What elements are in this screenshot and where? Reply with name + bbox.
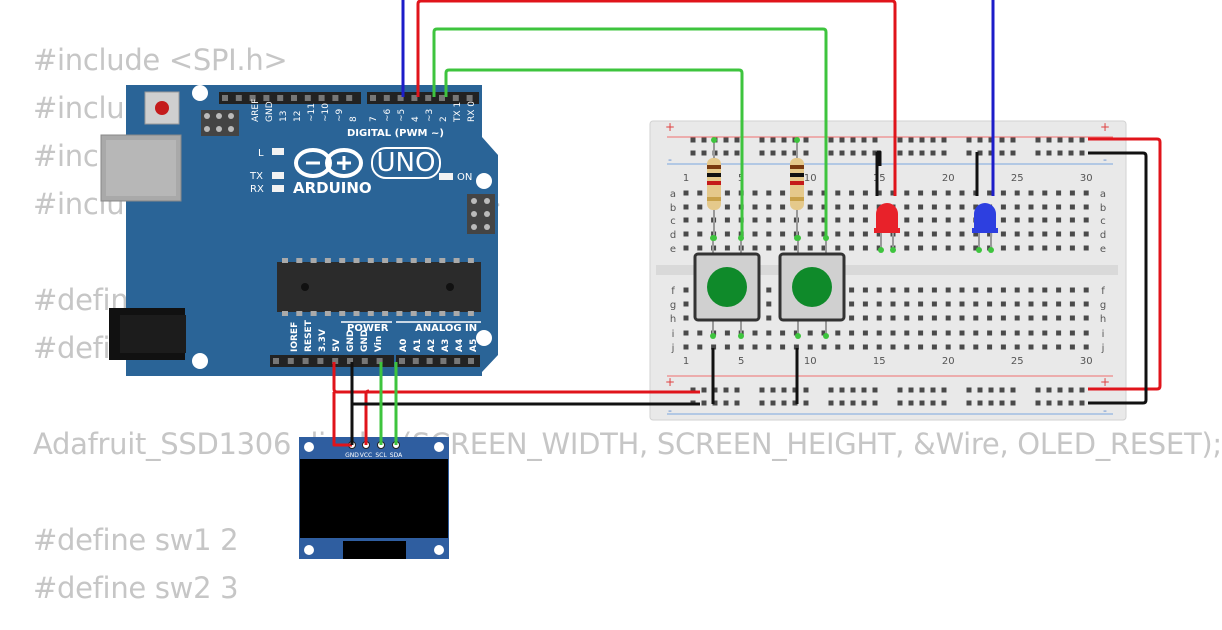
power-pin-label: 5V [332, 339, 342, 352]
wires [332, 0, 1162, 447]
row-label: g [670, 300, 676, 311]
digital-pin-label: 13 [279, 111, 289, 122]
digital-pin-label: 7 [369, 116, 379, 122]
row-label: j [1101, 343, 1105, 354]
column-number: 25 [1011, 356, 1024, 367]
row-label: b [670, 203, 676, 214]
digital-pin-label: ~10 [321, 103, 331, 122]
column-number: 30 [1080, 173, 1093, 184]
push-button[interactable] [778, 235, 846, 339]
column-number: 20 [942, 173, 955, 184]
led-tx-label: TX [249, 171, 263, 182]
row-label: f [671, 286, 675, 297]
column-number: 10 [804, 356, 817, 367]
digital-pin-label: ~6 [383, 108, 393, 122]
column-number: 25 [1011, 173, 1024, 184]
row-label: g [1100, 300, 1106, 311]
digital-pin-label: ~3 [425, 109, 435, 122]
led-rx-label: RX [250, 184, 264, 195]
resistor [707, 137, 721, 241]
minus-rail-label: - [1103, 404, 1107, 417]
on-label: ON [457, 172, 472, 183]
plus-rail-label: + [665, 375, 675, 389]
power-pin-label: GND [346, 330, 356, 352]
digital-pin-label: TX 1 [453, 102, 463, 123]
row-label: d [1100, 230, 1106, 241]
digital-pin-label: 4 [411, 116, 421, 122]
digital-pin-label: GND [265, 101, 275, 122]
digital-pin-label: ~9 [335, 108, 345, 122]
oled-pin-label: SDA [390, 452, 403, 459]
digital-pin-label: 12 [293, 111, 303, 122]
oled-pin-label: VCC [360, 452, 372, 459]
oled-pin-label: GND [345, 452, 359, 459]
row-label: e [670, 244, 676, 255]
plus-rail-label: + [1100, 120, 1110, 134]
red-led [874, 203, 900, 253]
power-pin-label: Vin [374, 336, 384, 352]
row-label: a [670, 189, 676, 200]
analog-pin-label: A1 [413, 339, 423, 352]
digital-pin-label: 8 [349, 116, 359, 122]
minus-rail-label: - [668, 153, 672, 166]
column-number: 5 [738, 356, 744, 367]
row-label: a [1100, 189, 1106, 200]
digital-pin-label: ~5 [397, 109, 407, 122]
led-l-label: L [258, 148, 264, 159]
digital-pin-label: 2 [439, 116, 449, 122]
code-line: #define sw1 2 [33, 523, 239, 557]
minus-rail-label: - [668, 404, 672, 417]
analog-pin-label: A4 [455, 339, 465, 352]
row-label: h [670, 314, 676, 325]
power-pin-label: 3.3V [318, 329, 328, 352]
row-label: h [1100, 314, 1106, 325]
oled-pin-label: SCL [375, 452, 387, 459]
row-label: b [1100, 203, 1106, 214]
blue-led [972, 203, 998, 253]
column-number: 1 [683, 173, 689, 184]
code-line: #define sw2 3 [33, 571, 239, 605]
row-label: e [1100, 244, 1106, 255]
brand-label: ARDUINO [293, 179, 372, 197]
analog-pin-label: A0 [399, 339, 409, 352]
model-label: UNO [377, 148, 436, 178]
digital-pin-label: ~11 [307, 103, 317, 122]
resistor [790, 137, 804, 241]
row-label: i [1102, 329, 1105, 340]
plus-rail-label: + [1100, 375, 1110, 389]
push-button[interactable] [693, 235, 761, 339]
column-number: 1 [683, 356, 689, 367]
digital-pin-label: RX 0 [467, 101, 477, 122]
power-pin-label: RESET [304, 319, 314, 352]
digital-pin-label: AREF [251, 99, 261, 122]
code-line: #include <SPI.h> [33, 43, 288, 77]
column-number: 15 [873, 356, 886, 367]
row-label: i [672, 329, 675, 340]
row-label: j [671, 343, 675, 354]
column-number: 10 [804, 173, 817, 184]
row-label: c [670, 216, 676, 227]
arduino-uno-board: UNO ARDUINO L TX RX ON DIGITAL (PWM ~) P… [100, 85, 498, 376]
analog-pin-label: A3 [441, 339, 451, 352]
row-label: d [670, 230, 676, 241]
column-number: 30 [1080, 356, 1093, 367]
analog-pin-label: A5 [469, 339, 479, 352]
row-label: f [1101, 286, 1105, 297]
plus-rail-label: + [665, 120, 675, 134]
digital-label: DIGITAL (PWM ~) [347, 128, 444, 139]
row-label: c [1100, 216, 1106, 227]
analog-label: ANALOG IN [415, 323, 477, 334]
minus-rail-label: - [1103, 153, 1107, 166]
analog-pin-label: A2 [427, 339, 437, 352]
power-pin-label: IOREF [290, 322, 300, 352]
column-number: 20 [942, 356, 955, 367]
column-number: 15 [873, 173, 886, 184]
power-label: POWER [347, 323, 389, 334]
power-pin-label: GND [360, 330, 370, 352]
